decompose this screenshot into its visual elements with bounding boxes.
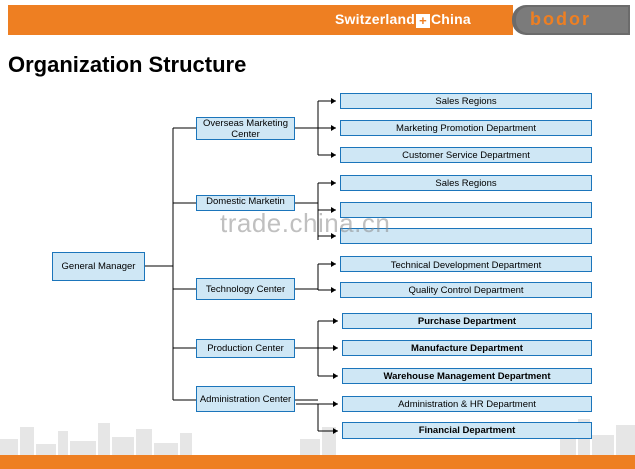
brand-slogan: Switzerland+China (335, 11, 471, 28)
dept-overseas-sales-regions: Sales Regions (340, 93, 592, 109)
dept-domestic-obscured-2 (340, 228, 592, 244)
dept-quality-control: Quality Control Department (340, 282, 592, 298)
dept-manufacture: Manufacture Department (342, 340, 592, 356)
bodor-logo: bodor (530, 9, 591, 29)
node-general-manager: General Manager (52, 252, 145, 281)
node-administration-center: Administration Center (196, 386, 295, 412)
dept-domestic-obscured-1 (340, 202, 592, 218)
brand-right-text: China (431, 11, 471, 27)
brand-left-text: Switzerland (335, 11, 415, 27)
swiss-cross-icon: + (416, 14, 430, 28)
logo-tab-inner (516, 7, 628, 33)
node-overseas-marketing-center: Overseas Marketing Center (196, 117, 295, 140)
node-domestic-marketing-center: Domestic Marketin (196, 195, 295, 211)
dept-administration-hr: Administration & HR Department (342, 396, 592, 412)
dept-marketing-promotion: Marketing Promotion Department (340, 120, 592, 136)
page-title: Organization Structure (8, 52, 247, 77)
watermark-text: trade.china.cn (220, 208, 391, 238)
node-production-center: Production Center (196, 339, 295, 358)
dept-technical-development: Technical Development Department (340, 256, 592, 272)
dept-financial: Financial Department (342, 422, 592, 439)
bottom-accent-stripe (0, 455, 635, 469)
header-bar: Switzerland+China bodor (0, 0, 635, 40)
dept-domestic-sales-regions: Sales Regions (340, 175, 592, 191)
dept-purchase: Purchase Department (342, 313, 592, 329)
node-technology-center: Technology Center (196, 278, 295, 300)
dept-warehouse-management: Warehouse Management Department (342, 368, 592, 384)
dept-customer-service: Customer Service Department (340, 147, 592, 163)
